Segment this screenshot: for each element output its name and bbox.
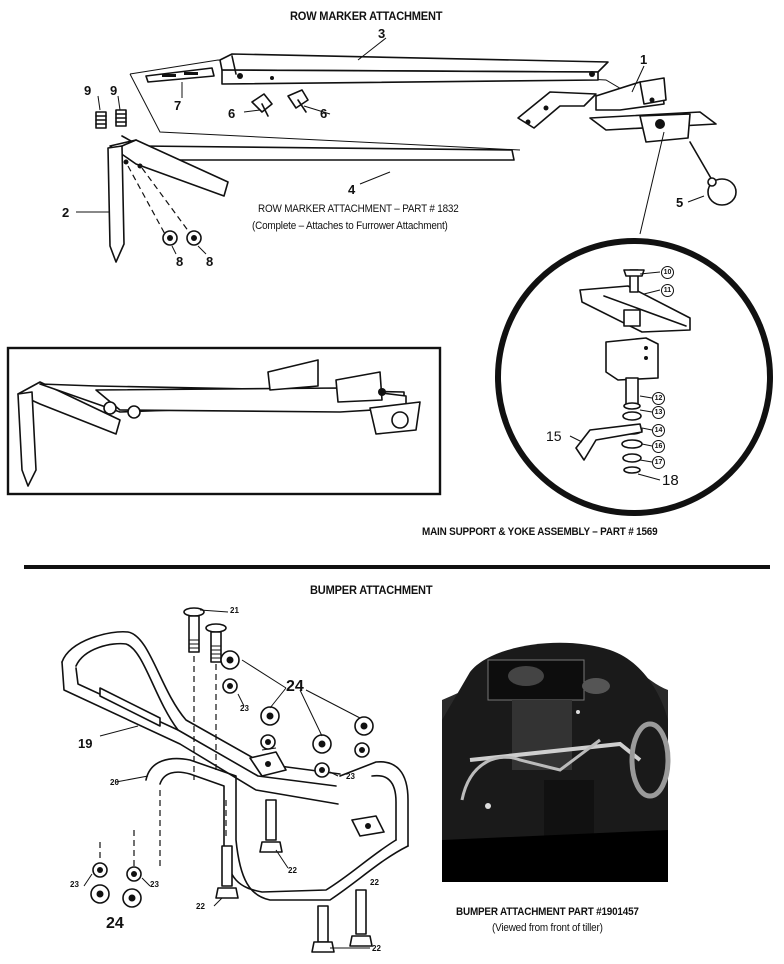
bumper-photo-caption: BUMPER ATTACHMENT PART #1901457 [456,906,639,918]
callout-9a: 9 [84,83,92,98]
callout-9b: 9 [110,83,118,98]
part-9-bolts [95,109,127,129]
callout-6b: 6 [320,106,328,121]
assembly-caption: MAIN SUPPORT & YOKE ASSEMBLY – PART # 15… [422,526,658,538]
callout-2: 2 [62,205,70,220]
callout-23c: 23 [70,880,79,889]
callout-14: 14 [652,424,665,437]
callout-23d: 23 [150,880,159,889]
part-22-hex-bolts [213,799,373,953]
part-8-nuts [162,230,202,246]
part-1-main-support [517,77,717,143]
callout-4: 4 [348,182,356,197]
part-19-bumper-frame [61,630,341,805]
part-3-upper-tube [219,53,609,85]
callout-7: 7 [174,98,182,113]
bumper-photo-subcaption: (Viewed from front of tiller) [492,922,603,934]
part-2-marker-blade [107,139,229,263]
part-24-hex-nuts [90,650,374,908]
callout-23a: 23 [240,704,249,713]
callout-23b: 23 [346,772,355,781]
callout-6a: 6 [228,106,236,121]
part-20-bumper-lower [145,757,409,901]
bumper-leader-lines [83,609,339,887]
tiller-photo [442,642,671,882]
callout-24b: 24 [106,915,124,932]
bumper-brackets [249,751,385,837]
leader-lines-top [76,37,705,255]
bumper-title: BUMPER ATTACHMENT [310,583,433,597]
row-marker-title: ROW MARKER ATTACHMENT [290,9,443,23]
callout-10: 10 [661,266,674,279]
callout-16: 16 [652,440,665,453]
callout-19: 19 [78,736,93,751]
callout-20: 20 [110,778,119,787]
callout-11: 11 [661,284,674,297]
callout-18: 18 [662,472,679,489]
part-7-strap [145,67,215,83]
callout-22b: 22 [196,902,205,911]
part-6-wing-bolts [251,89,309,117]
assembled-view [6,346,442,496]
callout-22c: 22 [370,878,379,887]
part-23-lock-washers [92,678,370,882]
callout-15: 15 [546,428,562,444]
callout-22a: 22 [288,866,297,875]
callout-22d: 22 [372,944,381,953]
callout-21: 21 [230,606,239,615]
part-21-carriage-bolts [183,607,227,780]
callout-17: 17 [652,456,665,469]
callout-13: 13 [652,406,665,419]
callout-8a: 8 [176,254,184,269]
row-marker-caption: ROW MARKER ATTACHMENT – PART # 1832 [258,203,459,215]
callout-24a: 24 [286,678,304,695]
callout-3: 3 [378,26,386,41]
part-5-pin [689,141,737,206]
row-marker-subcaption: (Complete – Attaches to Furrower Attachm… [252,220,448,232]
callout-12: 12 [652,392,665,405]
callout-8b: 8 [206,254,214,269]
callout-5: 5 [676,195,684,210]
callout-1: 1 [640,52,648,67]
detail-circle [495,238,773,516]
